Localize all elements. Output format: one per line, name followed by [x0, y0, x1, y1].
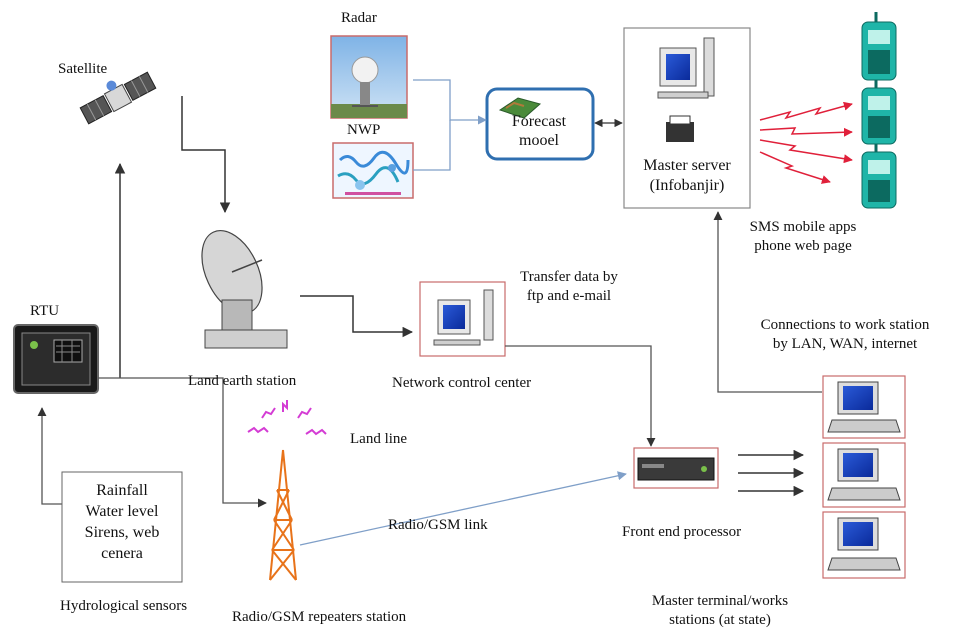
connections-line1: Connections to work station	[760, 317, 930, 333]
sensors-list: Rainfall Water level Sirens, web cenera	[62, 480, 182, 564]
fep-to-workstations-arrows	[738, 449, 805, 497]
workstations	[822, 375, 906, 579]
radio-gsm-link-label: Radio/GSM link	[388, 517, 488, 533]
land-earth-station-label: Land earth station	[188, 373, 297, 389]
phone-icon	[861, 12, 897, 81]
front-end-processor-label: Front end processor	[622, 524, 742, 540]
network-control-center-box	[419, 281, 506, 357]
repeater-tower-icon	[269, 449, 297, 581]
master-terminal-line2: stations (at state)	[669, 612, 771, 628]
sms-line2: phone web page	[754, 238, 852, 254]
radio-gsm-link-arrow	[299, 471, 627, 546]
phone-icon	[861, 80, 897, 145]
rtu-icon	[13, 324, 99, 394]
forecast-model-line2: mooel	[519, 132, 559, 149]
forecast-model-line1: Forecast	[511, 113, 567, 130]
workstation-icon	[822, 375, 906, 439]
sensors-to-rtu-arrow	[37, 407, 62, 505]
master-terminal-label: Master terminal/works stations (at state…	[620, 592, 820, 630]
mobile-phones	[861, 12, 897, 209]
satellite-label: Satellite	[58, 61, 108, 77]
nwp-label: NWP	[347, 122, 381, 138]
satellite-icon	[79, 71, 157, 125]
hydrological-sensors-label: Hydrological sensors	[60, 598, 188, 614]
satellite-down-arrow	[181, 96, 231, 214]
master-server-line2: (Infobanjir)	[649, 177, 725, 194]
front-end-processor-icon	[633, 447, 719, 489]
rtu-to-repeater-arrow	[98, 377, 267, 508]
sensor-rainfall: Rainfall	[96, 482, 148, 499]
sms-label: SMS mobile apps phone web page	[728, 218, 878, 256]
master-server-box	[623, 27, 751, 209]
forecast-model-label: Forecast mooel	[494, 112, 584, 150]
radar-image	[330, 35, 408, 119]
network-control-center-label: Network control center	[392, 375, 532, 391]
master-server-label: Master server (Infobanjir)	[624, 156, 750, 196]
input-arrows	[413, 79, 487, 171]
repeaters-station-label: Radio/GSM repeaters station	[232, 609, 407, 625]
connections-line2: by LAN, WAN, internet	[772, 336, 918, 352]
phone-icon	[861, 144, 897, 209]
connections-label: Connections to work station by LAN, WAN,…	[738, 316, 952, 354]
sensor-camera: cenera	[101, 545, 143, 562]
transfer-data-line2: ftp and e-mail	[526, 288, 612, 304]
master-terminal-line1: Master terminal/works	[651, 593, 789, 609]
sms-line1: SMS mobile apps	[749, 219, 857, 235]
land-earth-station-icon	[201, 230, 288, 349]
sensor-sirens: Sirens, web	[84, 524, 160, 541]
land-line-label: Land line	[350, 431, 408, 447]
les-to-ncc-arrow	[300, 295, 414, 338]
radio-waves-icon	[247, 400, 327, 436]
workstations-to-server-arrow	[713, 211, 822, 393]
ncc-to-fep-arrow	[505, 345, 656, 447]
sensor-water-level: Water level	[85, 503, 159, 520]
rtu-label: RTU	[30, 303, 60, 319]
transfer-data-label: Transfer data by ftp and e-mail	[504, 268, 634, 306]
radar-label: Radar	[341, 10, 377, 26]
workstation-icon	[822, 442, 906, 508]
nwp-image	[332, 142, 414, 199]
master-server-line1: Master server	[643, 157, 731, 174]
transfer-data-line1: Transfer data by	[520, 269, 618, 285]
sms-signals	[759, 101, 853, 184]
forecast-model-box	[485, 87, 595, 161]
sensors-box	[61, 471, 183, 583]
workstation-icon	[822, 511, 906, 579]
